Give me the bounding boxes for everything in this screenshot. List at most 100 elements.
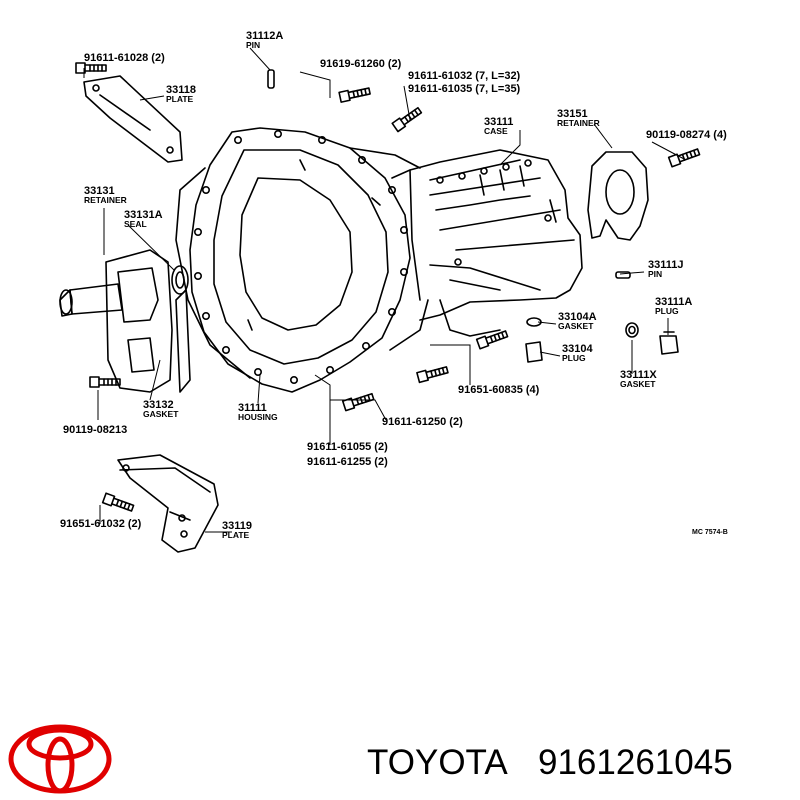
part-number: 33111J [648,259,684,271]
part-number: 33131 [84,185,115,197]
part-number: 91611-61035 (7, L=35) [408,83,521,95]
logo-vertical-ellipse [45,736,75,794]
part-name: GASKET [143,409,179,419]
part-label: 90119-08213 [63,424,127,436]
oil-seal-inner [175,271,185,289]
leader-line [651,141,687,161]
front-retainer-drawing [59,249,173,393]
part-name: GASKET [558,321,594,331]
part-number: 33119 [222,520,252,532]
part-label: 91651-61032 (2) [60,518,142,530]
part-number: 90119-08213 [63,424,127,436]
upper-plate-drawing [83,75,183,163]
part-name: RETAINER [557,118,600,128]
part-label: 91619-61260 (2) [320,58,402,70]
part-name: SEAL [124,219,147,229]
leader-line [139,95,165,101]
part-number: 33151 [557,108,588,120]
bolt [391,106,423,133]
part-label: 91611-61028 (2) [84,52,165,64]
rear-retainer-bore [605,169,635,215]
part-label: 91611-61255 (2) [307,456,388,468]
part-label: 91611-61250 (2) [382,416,463,428]
diagram-artwork [59,62,701,553]
bolt [341,392,375,412]
part-name: PIN [648,269,662,279]
part-number: 33104 [562,343,593,355]
bolt [89,376,121,388]
part-number: 90119-08274 (4) [646,129,727,141]
part-label: 91611-61055 (2) [307,441,388,453]
leader-line [619,271,645,275]
bolt [338,87,371,103]
part-number: 33111X [620,369,657,381]
bolt [101,492,135,512]
part-name: PIN [246,40,260,50]
bolt [667,148,701,168]
leader-line [299,71,331,98]
brand-name: TOYOTA [367,743,508,782]
part-number: 91651-60835 (4) [458,384,540,396]
part-name: HOUSING [238,412,278,422]
logo-horizontal-ellipse [26,727,94,761]
part-number: 33131A [124,209,163,221]
part-number: 91611-61055 (2) [307,441,388,453]
lower-plate-drawing [117,454,219,553]
bolt [416,366,449,384]
leader-line [539,351,561,357]
part-number: 33111 [484,116,513,128]
part-label: 91651-60835 (4) [458,384,540,396]
part-number: 91611-61250 (2) [382,416,463,428]
leader-line [127,224,175,271]
part-number: 91611-61255 (2) [307,456,388,468]
part-name: RETAINER [84,195,127,205]
input-shaft-end [59,289,73,315]
leader-line [499,130,521,166]
lower-plate-holes [122,464,188,538]
leader-line [249,47,271,71]
part-name: PLUG [655,306,679,316]
leader-line [537,321,557,325]
rear-retainer-drawing [587,151,649,241]
part-number: 91619-61260 (2) [320,58,402,70]
leader-line [257,374,261,404]
part-number: 33104A [558,311,597,323]
part-name: PLATE [222,530,250,540]
bolt [475,330,509,350]
leader-line [403,85,411,121]
diagram-ref-code: MC 7574-B [692,529,728,536]
part-label: 90119-08274 (4) [646,129,727,141]
front-gasket-drawing [175,289,191,393]
leader-lines [83,47,687,533]
plugs-and-gaskets [525,317,679,363]
part-name: PLATE [166,94,194,104]
part-number: 91611-61028 (2) [84,52,165,64]
part-number: 33111A [655,296,692,308]
part-number: 31112A [246,30,283,42]
case-bosses [436,159,552,266]
leader-line [314,374,331,445]
bolts [75,62,701,512]
brand-part-number: 9161261045 [538,743,733,782]
pins [267,69,631,279]
part-label: 91611-61035 (7, L=35) [408,83,521,95]
toyota-logo [8,724,112,794]
bell-housing-drawing [175,127,429,393]
part-name: GASKET [620,379,656,389]
leader-line [593,123,613,149]
